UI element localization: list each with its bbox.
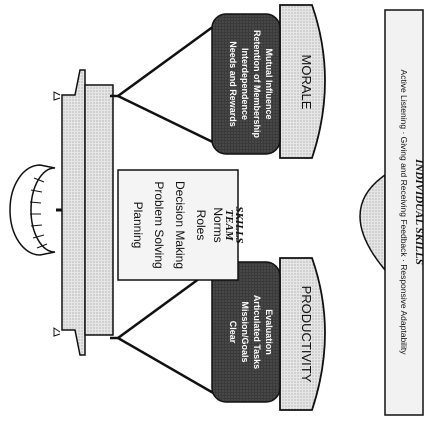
team-item-norms: Norms <box>211 207 225 242</box>
productivity-line-4: Evaluation <box>264 309 274 355</box>
productivity-title: PRODUCTIVITY <box>299 286 314 383</box>
team-skills-label-1: TEAM <box>223 209 235 241</box>
team-item-decision-making: Decision Making <box>173 181 187 269</box>
team-item-roles: Roles <box>194 210 208 241</box>
morale-line-4: Mutual Influence <box>264 48 274 119</box>
morale-title: MORALE <box>299 55 314 110</box>
morale-line-3: Retention of Membership <box>252 30 262 139</box>
team-item-problem-solving: Problem Solving <box>152 181 166 268</box>
productivity-line-1: Clear <box>228 321 238 344</box>
individual-skills-list: Active Listening · Giving and Receiving … <box>399 70 409 356</box>
team-item-planning: Planning <box>131 202 145 249</box>
productivity-line-3: Articulated Tasks <box>252 295 262 369</box>
individual-skills-base <box>359 9 424 416</box>
morale-line-1: Needs and Rewards <box>228 41 238 127</box>
team-skills-block <box>117 169 239 281</box>
productivity-line-2: Mission/Goals <box>240 301 250 362</box>
right-pan <box>211 4 326 159</box>
team-skills-label-2: SKILLS <box>233 206 245 243</box>
morale-line-2: Interdependence <box>240 48 250 120</box>
left-pan <box>211 257 326 411</box>
right-pan-strings <box>110 16 226 150</box>
left-pan-strings <box>110 260 223 400</box>
individual-skills-title: INDIVIDUAL SKILLS <box>413 158 425 265</box>
scale-beam <box>53 69 114 356</box>
